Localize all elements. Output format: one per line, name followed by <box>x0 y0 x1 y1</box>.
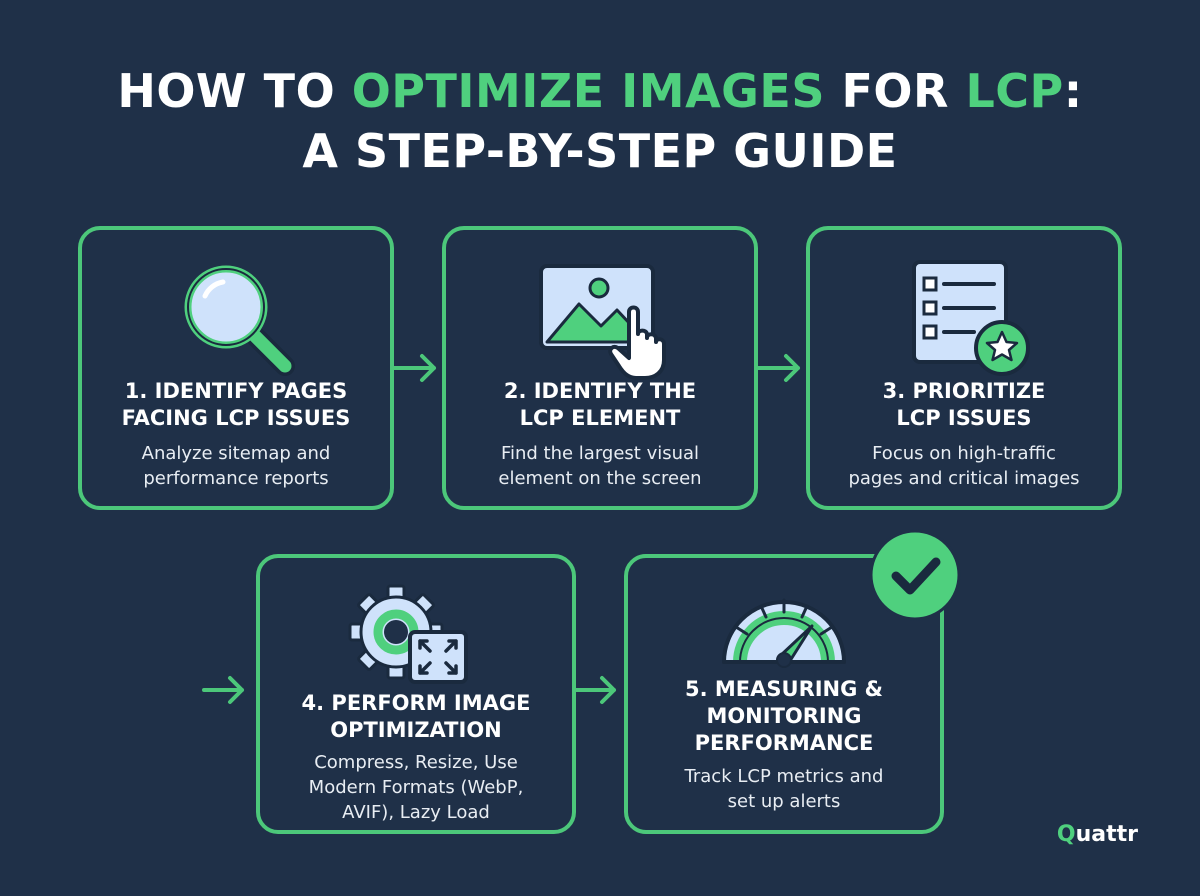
step-card-4: 4. PERFORM IMAGE OPTIMIZATION Compress, … <box>256 554 576 834</box>
step-card-1: 1. IDENTIFY PAGES FACING LCP ISSUES Anal… <box>78 226 394 510</box>
quattr-logo: Quattr <box>1057 822 1138 847</box>
arrow-1-to-2 <box>392 354 436 382</box>
checklist-star-icon <box>810 252 1118 382</box>
logo-letter-q: Q <box>1056 822 1076 847</box>
step-2-title: 2. IDENTIFY THE LCP ELEMENT <box>503 379 697 430</box>
title-text-1: HOW TO <box>117 64 352 118</box>
gear-resize-icon <box>260 582 572 690</box>
step-1-title: 1. IDENTIFY PAGES FACING LCP ISSUES <box>121 379 351 430</box>
step-card-2: 2. IDENTIFY THE LCP ELEMENT Find the lar… <box>442 226 758 510</box>
title-text-2: FOR <box>824 64 966 118</box>
step-3-description: Focus on high-traffic pages and critical… <box>848 443 1080 489</box>
logo-text: uattr <box>1075 822 1138 847</box>
step-5-description: Track LCP metrics and set up alerts <box>684 766 884 812</box>
title-highlight-optimize-images: OPTIMIZE IMAGES <box>351 64 825 118</box>
step-2-description: Find the largest visual element on the s… <box>498 443 702 489</box>
title-text-3: : <box>1063 64 1083 118</box>
speedometer-icon <box>628 582 940 690</box>
step-card-5: 5. MEASURING & MONITORING PERFORMANCE Tr… <box>624 554 944 834</box>
step-5-title: 5. MEASURING & MONITORING PERFORMANCE <box>685 677 883 755</box>
title-highlight-lcp: LCP <box>965 64 1064 118</box>
step-4-description: Compress, Resize, Use Modern Formats (We… <box>308 752 524 823</box>
arrow-entry-to-4 <box>202 676 244 704</box>
step-1-description: Analyze sitemap and performance reports <box>141 443 331 489</box>
checkmark-badge-icon <box>869 529 961 621</box>
arrow-2-to-3 <box>756 354 800 382</box>
page-title-line-2: A STEP-BY-STEP GUIDE <box>302 124 898 178</box>
step-4-title: 4. PERFORM IMAGE OPTIMIZATION <box>301 691 531 742</box>
magnifying-glass-icon <box>82 252 390 382</box>
arrow-4-to-5 <box>574 676 616 704</box>
step-3-title: 3. PRIORITIZE LCP ISSUES <box>882 379 1046 430</box>
step-card-3: 3. PRIORITIZE LCP ISSUES Focus on high-t… <box>806 226 1122 510</box>
page-title-line-1: HOW TO OPTIMIZE IMAGES FOR LCP: <box>0 62 1200 120</box>
image-click-icon <box>446 252 754 382</box>
